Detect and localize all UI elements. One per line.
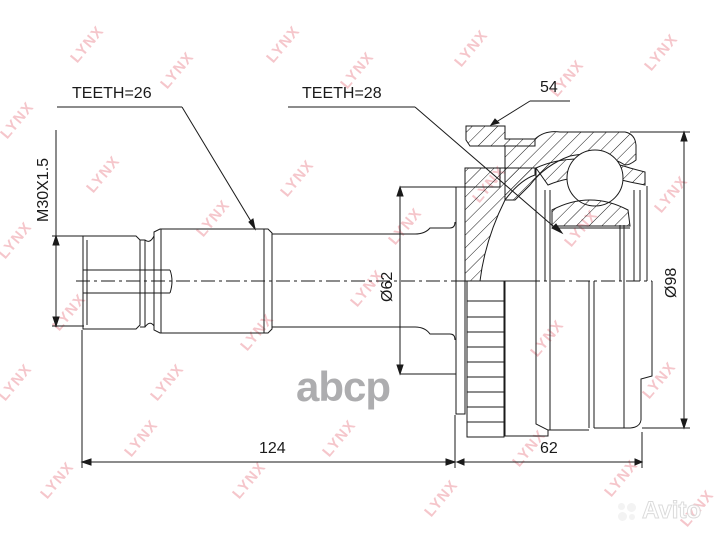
- teeth-inner-label: TEETH=28: [302, 85, 382, 102]
- avito-wordmark: Avito: [641, 497, 702, 525]
- abs-ring-teeth-label: 54: [540, 79, 558, 96]
- housing-diameter-label: Ø98: [663, 267, 680, 298]
- shaft-diameter-label: Ø62: [379, 271, 396, 302]
- shaft-length-label: 124: [259, 440, 286, 457]
- avito-watermark: Avito: [616, 497, 702, 525]
- housing-length-label: 62: [540, 440, 558, 457]
- teeth-shaft-label: TEETH=26: [72, 85, 152, 102]
- thread-label: M30X1.5: [35, 157, 52, 222]
- avito-logo-icon: [616, 501, 638, 523]
- abcp-watermark: abcp: [296, 363, 391, 410]
